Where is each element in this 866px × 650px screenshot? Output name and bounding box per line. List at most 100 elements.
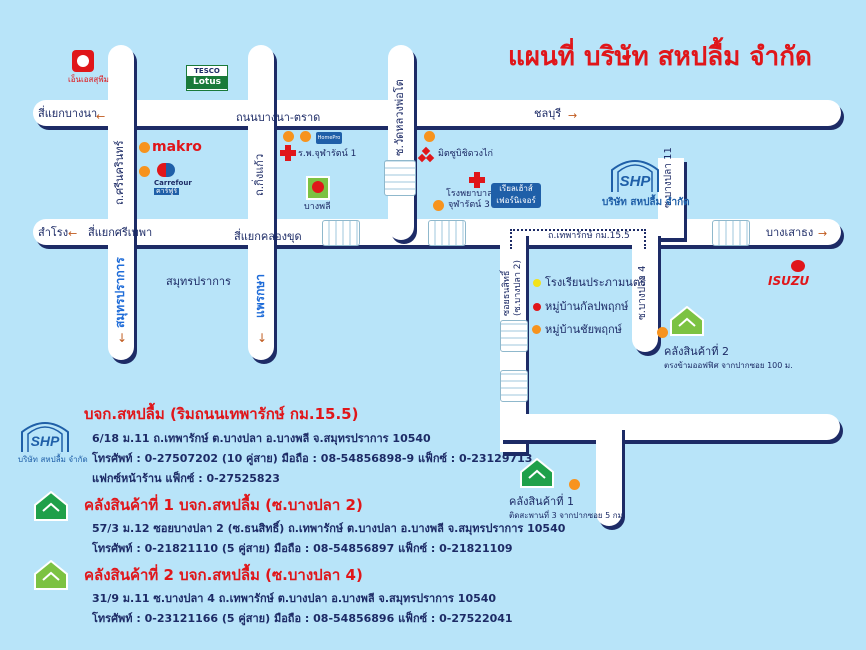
wh2-address: 31/9 ม.11 ซ.บางปลา 4 ถ.เทพารักษ์ ต.บางปล… [92, 592, 497, 605]
warehouse1-marker-icon [569, 479, 580, 490]
svg-text:SHP: SHP [31, 433, 60, 449]
office-phone: โทรศัพท์ : 0-27507202 (10 คู่สาย) มือถือ… [92, 452, 533, 465]
road-bang-pla-4 [632, 232, 658, 352]
warehouse2-label: คลังสินค้าที่ 2 [664, 345, 729, 358]
info-company-name: บริษัท สหปลื้ม จำกัด [18, 455, 88, 464]
bridge-thepharak-2 [428, 220, 466, 246]
road-label-klong-khut: สี่แยกคลองขุด [234, 230, 302, 243]
road-label-chonburi: ชลบุรี [534, 107, 562, 120]
map-title: แผนที่ บริษัท สหปลื้ม จำกัด [508, 42, 812, 72]
hospital1-label: ร.พ.จุฬารัตน์ 1 [298, 149, 357, 159]
school-label: โรงเรียนประภามนตรี [545, 276, 646, 289]
mitsubishi-logo-icon [417, 146, 435, 163]
warehouse2-note: ตรงข้ามออฟฟิศ จากปากซอย 100 ม. [664, 361, 793, 370]
road-label-soi-thon-sub: (ซ.บางปลา 2) [513, 259, 523, 316]
road-label-bangna-trat: ถนนบางนา-ตราด [236, 111, 321, 124]
wh2-phone: โทรศัพท์ : 0-23121166 (5 คู่สาย) มือถือ … [92, 612, 513, 625]
info-warehouse2-icon [34, 559, 68, 590]
route-dotted-line [510, 229, 646, 249]
carrefour-label: Carrefour [154, 179, 192, 187]
road-lower-branch [500, 414, 840, 440]
area-label-samut-prakan: สมุทรปราการ [166, 275, 231, 288]
village1-marker-icon [533, 303, 541, 311]
arrow-left-icon: ← [96, 110, 106, 123]
wh1-phone: โทรศัพท์ : 0-21821110 (5 คู่สาย) มือถือ … [92, 542, 513, 555]
road-label-thepharak-km: ถ.เทพารักษ์ กม.15.5 [548, 231, 630, 241]
road-label-bang-sao-thong: บางเสาธง [766, 226, 814, 239]
homepro-label: HomePro [317, 135, 341, 141]
tesco-lotus-logo-icon: TESCO Lotus [186, 65, 228, 91]
road-label-soi-thon: ซอยธนสิทธิ์ [502, 270, 512, 316]
road-king-kaeo [248, 45, 274, 360]
info-company-logo-icon: SHP [18, 420, 72, 454]
seri-ruchi-label: เอ็นเอสสุพีม [68, 75, 109, 84]
arrow-down-icon: ↓ [117, 331, 128, 345]
warehouse2-icon [670, 305, 704, 336]
road-wat-luang [388, 45, 414, 240]
village2-label: หมู่บ้านชัยพฤกษ์ [545, 323, 622, 336]
village2-marker-icon [532, 325, 541, 334]
seri-ruchi-logo-icon [72, 50, 94, 72]
warehouse1-icon [520, 457, 554, 488]
warehouse2-marker-icon [657, 327, 668, 338]
hospital1-marker-icon [283, 131, 294, 142]
road-label-samut-prakan: สมุทรปราการ [113, 257, 127, 328]
lotus-label: Lotus [187, 76, 227, 89]
hospital3-label: โรงพยาบาล [446, 189, 493, 199]
road-label-phraek-sa: แพรกษา [253, 273, 267, 318]
carrefour-logo-icon [157, 163, 175, 177]
tesco-label: TESCO [187, 66, 227, 76]
bang-phli-label: บางพลี [304, 202, 331, 212]
school-marker-icon [533, 279, 541, 287]
road-label-wat-luang: ซ.วัดหลวงพ่อโต [393, 79, 406, 156]
svg-text:SHP: SHP [620, 173, 652, 190]
makro-marker-icon [139, 142, 150, 153]
arrow-left-icon: ← [68, 227, 78, 240]
bridge-soi-thon-2 [500, 370, 528, 402]
office-fax: แฟกซ์หน้าร้าน แฟ็กซ์ : 0-27525823 [92, 472, 280, 485]
isuzu-label: ISUZU [768, 274, 810, 288]
homepro-marker-icon [300, 131, 311, 142]
homepro-logo-icon: HomePro [316, 132, 342, 144]
furniture-sign: เรียลเฮ้าส์ เฟอร์นิเจอร์ [491, 183, 541, 208]
village1-label: หมู่บ้านกัลปพฤกษ์ [545, 300, 629, 313]
road-label-bangna-junction: สี่แยกบางนา [38, 107, 98, 120]
road-label-samrong: สำโรง [38, 226, 69, 239]
bang-phli-logo-icon [306, 176, 330, 200]
company-name-label: บริษัท สหปลื้ม จำกัด [602, 197, 690, 208]
bridge-thepharak-1 [322, 220, 360, 246]
arrow-right-icon: → [818, 227, 828, 240]
road-label-srinakarin: ถ.ศรีนครินทร์ [113, 140, 126, 205]
furniture-label: เรียลเฮ้าส์ [499, 184, 533, 193]
mitsubishi-label: มิตซูบิชิดวงไก่ [438, 149, 493, 159]
mitsubishi-marker-icon [424, 131, 435, 142]
hospital3-label-2: จุฬารัตน์ 3 [448, 200, 490, 210]
bridge-wat-luang [384, 160, 416, 196]
road-bangna-trat [33, 100, 841, 126]
bridge-thepharak-3 [712, 220, 750, 246]
company-logo-icon: SHP [608, 158, 662, 194]
warehouse1-note: ติดสะพานที่ 3 จากปากซอย 5 กม. [509, 511, 626, 520]
hospital3-cross-icon [469, 172, 485, 188]
hospital3-marker-icon [433, 200, 444, 211]
wh1-title: คลังสินค้าที่ 1 บจก.สหปลื้ม (ซ.บางปลา 2) [84, 496, 363, 514]
furniture-label-2: เฟอร์นิเจอร์ [496, 196, 536, 205]
arrow-right-icon: → [568, 109, 578, 122]
road-srinakarin [108, 45, 134, 360]
carrefour-sub-label: คาร์ฟูร์ [154, 187, 180, 195]
road-lower-stub [596, 426, 622, 526]
carrefour-marker-icon [139, 166, 150, 177]
office-title: บจก.สหปลื้ม (ริมถนนเทพารักษ์ กม.15.5) [84, 405, 359, 423]
road-label-srithepa: สี่แยกศรีเทพา [88, 226, 153, 239]
wh2-title: คลังสินค้าที่ 2 บจก.สหปลื้ม (ซ.บางปลา 4) [84, 566, 363, 584]
info-warehouse1-icon [34, 490, 68, 521]
office-address: 6/18 ม.11 ถ.เทพารักษ์ ต.บางปลา อ.บางพลี … [92, 432, 431, 445]
hospital1-cross-icon [280, 145, 296, 161]
warehouse1-label: คลังสินค้าที่ 1 [509, 495, 574, 508]
wh1-address: 57/3 ม.12 ซอยบางปลา 2 (ซ.ธนสิทธิ์) ถ.เทพ… [92, 522, 566, 535]
road-bang-pla-11 [658, 158, 684, 238]
isuzu-logo-icon [791, 260, 805, 272]
road-label-king-kaeo: ถ.กิ่งแก้ว [253, 153, 266, 196]
bridge-soi-thon-1 [500, 320, 528, 352]
